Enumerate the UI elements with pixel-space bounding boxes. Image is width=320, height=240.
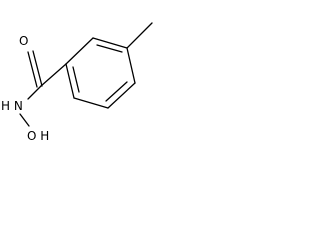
n-o-bond bbox=[19, 113, 30, 127]
ring-bond-c1-c2 bbox=[65, 37, 94, 65]
carbonyl-carbon-bond bbox=[40, 63, 67, 87]
benzene-ring bbox=[65, 37, 136, 109]
ring-double-bond-inner-3 bbox=[72, 66, 80, 93]
ring-bond-c3-c4 bbox=[126, 47, 136, 84]
hydroxyl-label: O H bbox=[27, 129, 49, 143]
chemical-structure-diagram: O H N O H bbox=[1, 22, 153, 143]
ring-double-bond-inner-2 bbox=[105, 81, 128, 102]
carbonyl-double-bond-2 bbox=[27, 51, 38, 88]
ring-bond-c2-c3 bbox=[92, 37, 128, 49]
nitrogen-label: H N bbox=[1, 99, 23, 113]
ring-double-bond-inner-1 bbox=[96, 44, 123, 53]
methyl-bond bbox=[126, 22, 153, 49]
ring-bond-c4-c5 bbox=[107, 82, 136, 109]
ring-bond-c5-c6 bbox=[73, 97, 109, 109]
ring-bond-c6-c1 bbox=[65, 63, 75, 99]
amide-bond bbox=[27, 85, 42, 100]
oxygen-carbonyl-label: O bbox=[19, 34, 28, 48]
carbonyl-double-bond-1 bbox=[32, 50, 43, 87]
